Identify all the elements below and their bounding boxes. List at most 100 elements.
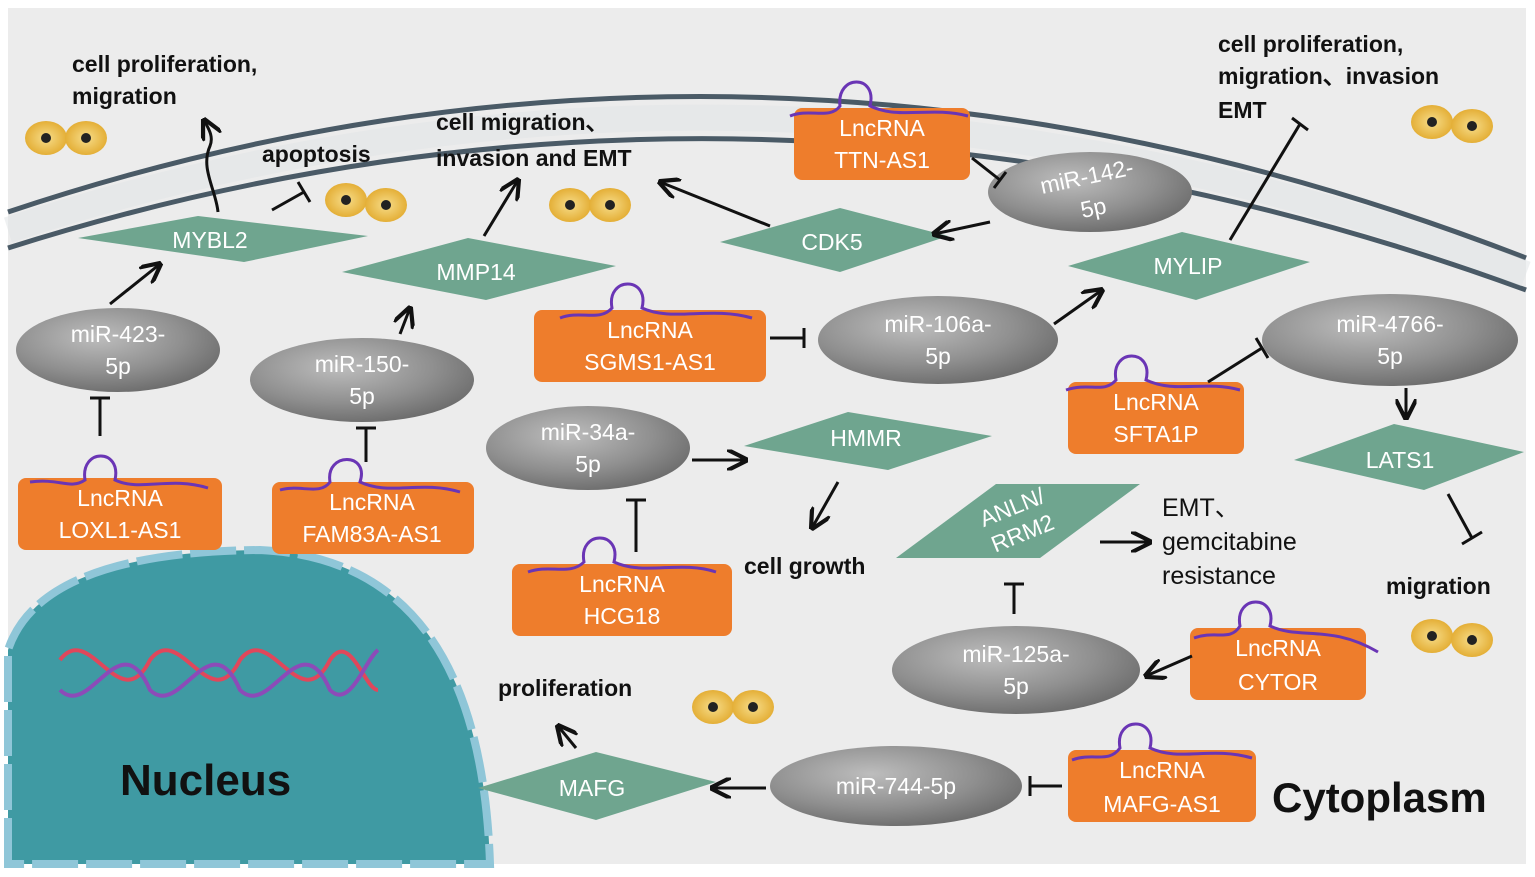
mir4766-label-line1: miR-4766- [1336, 311, 1443, 337]
loxl1-label-line2: LOXL1-AS1 [59, 517, 182, 543]
mylip-label: MYLIP [1153, 253, 1222, 279]
arrow-mafg-prolif [558, 726, 576, 749]
mir150-label-line2: 5p [349, 383, 375, 409]
mafg-as1-box: LncRNA MAFG-AS1 [1068, 722, 1256, 822]
cytor-box: LncRNA CYTOR [1190, 600, 1379, 700]
outcome-cell-growth: cell growth [744, 553, 865, 579]
sfta1p-box: LncRNA SFTA1P [1065, 354, 1244, 454]
lncrnas: LncRNA LOXL1-AS1 LncRNA FAM83A-AS1 LncRN… [18, 80, 1379, 822]
mir106a-node [818, 296, 1058, 384]
inhibit-mybl2-apoptosis [271, 190, 305, 212]
cell-membrane [7, 94, 1527, 293]
hcg18-label-line2: HCG18 [584, 603, 661, 629]
outcome-prolif-migration-invasion-emt-line1: cell proliferation, [1218, 31, 1403, 57]
arrow-cytor-mir125a [1146, 654, 1193, 676]
mir142-node [988, 152, 1192, 232]
lats1-node [1294, 424, 1524, 490]
arrow-mir423-mybl2 [109, 264, 160, 306]
mir34a-label-line2: 5p [575, 451, 601, 477]
outcome-prolif-migration-invasion-emt-line3: EMT [1218, 97, 1267, 123]
mmp14-node [342, 238, 616, 300]
sfta1p-label-line1: LncRNA [1113, 389, 1199, 415]
cell-icon [549, 188, 631, 222]
mybl2-label: MYBL2 [172, 227, 247, 253]
mir4766-label-line2: 5p [1377, 343, 1403, 369]
mir744-label: miR-744-5p [836, 773, 956, 799]
outcome-migration-invasion-emt-line2: invasion and EMT [436, 145, 632, 171]
outcome-proliferation: proliferation [498, 675, 632, 701]
mir34a-node [486, 406, 690, 490]
mafg-as1-label-line2: MAFG-AS1 [1103, 791, 1221, 817]
dna-strand-red [58, 648, 379, 692]
lats1-label: LATS1 [1366, 447, 1435, 473]
outcome-apoptosis: apoptosis [262, 141, 371, 167]
outcome-migration: migration [1386, 573, 1491, 599]
cell-icons [25, 105, 1493, 724]
mir34a-label-line1: miR-34a- [541, 419, 636, 445]
hmmr-label: HMMR [830, 425, 902, 451]
outcome-migration-invasion-emt-line1: cell migration、 [436, 109, 609, 135]
cytor-label-line2: CYTOR [1238, 669, 1318, 695]
sgms1-label-line1: LncRNA [607, 317, 693, 343]
mir423-node [16, 308, 220, 392]
mir142-label-line2: 5p [1078, 192, 1108, 223]
mirnas: miR-423- 5p miR-150- 5p miR-142- 5p miR-… [16, 152, 1518, 826]
cell-icon [325, 183, 407, 222]
ttn-label-line1: LncRNA [839, 115, 925, 141]
mir125a-node [892, 626, 1140, 714]
inhibit-ttn-mir142 [971, 156, 1001, 182]
mir106a-label-line1: miR-106a- [884, 311, 991, 337]
hcg18-label-line1: LncRNA [579, 571, 665, 597]
cell-icon [1411, 105, 1493, 143]
mmp14-label: MMP14 [436, 259, 515, 285]
inhibit-mylip-outcome [1228, 123, 1302, 241]
inhibit-sfta1p-mir4766 [1207, 346, 1263, 384]
cytor-label-line1: LncRNA [1235, 635, 1321, 661]
mafg-node [478, 752, 716, 820]
arrow-mmp14-outcome [482, 180, 518, 237]
mir423-label-line1: miR-423- [71, 321, 166, 347]
arrow-mybl2-prolif [204, 120, 218, 213]
nucleus: Nucleus [4, 545, 495, 868]
mir125a-label-line2: 5p [1003, 673, 1029, 699]
hcg18-box: LncRNA HCG18 [512, 536, 732, 636]
mafg-label: MAFG [559, 775, 625, 801]
nucleus-label: Nucleus [120, 756, 291, 805]
cell-icon [692, 690, 774, 724]
sgms1-as1-box: LncRNA SGMS1-AS1 [534, 282, 766, 382]
mir4766-node [1262, 294, 1518, 386]
anln-rrm2-node [896, 484, 1140, 558]
arrow-cdk5-outcome [660, 182, 771, 228]
dna-strand-purple [58, 648, 380, 698]
sgms1-label-line2: SGMS1-AS1 [584, 349, 716, 375]
cell-icon [1411, 619, 1493, 657]
outcome-prolif-migration-line1: cell proliferation, [72, 51, 257, 77]
fam83a-as1-box: LncRNA FAM83A-AS1 [272, 458, 474, 554]
ttn-label-line2: TTN-AS1 [834, 147, 930, 173]
outcome-prolif-migration-line2: migration [72, 83, 177, 109]
mir150-node [250, 338, 474, 422]
outcome-prolif-migration-invasion-emt-line2: migration、invasion [1218, 63, 1439, 89]
arrow-hmmr-growth [812, 481, 840, 528]
mir106a-label-line2: 5p [925, 343, 951, 369]
target-genes: MYBL2 MMP14 CDK5 MYLIP HMMR LATS1 ANLN/ … [78, 208, 1524, 820]
loxl1-label-line1: LncRNA [77, 485, 163, 511]
arrow-mir150-mmp14 [400, 308, 410, 335]
fam83a-label-line2: FAM83A-AS1 [302, 521, 441, 547]
inhibit-lats1-migration [1446, 493, 1474, 539]
outcomes: cell proliferation, migration apoptosis … [72, 31, 1491, 701]
cdk5-node [720, 208, 948, 272]
outcome-emt-gemcitabine-line1: EMT、 [1162, 494, 1240, 522]
mir423-label-line2: 5p [105, 353, 131, 379]
sfta1p-label-line2: SFTA1P [1113, 421, 1198, 447]
arrow-mir106a-mylip [1053, 290, 1102, 326]
hmmr-node [744, 412, 992, 470]
mir125a-label-line1: miR-125a- [962, 641, 1069, 667]
mafg-as1-label-line1: LncRNA [1119, 757, 1205, 783]
mylip-node [1068, 232, 1310, 300]
ttn-as1-box: LncRNA TTN-AS1 [789, 80, 970, 180]
outcome-emt-gemcitabine-line3: resistance [1162, 562, 1276, 590]
cdk5-label: CDK5 [801, 229, 862, 255]
